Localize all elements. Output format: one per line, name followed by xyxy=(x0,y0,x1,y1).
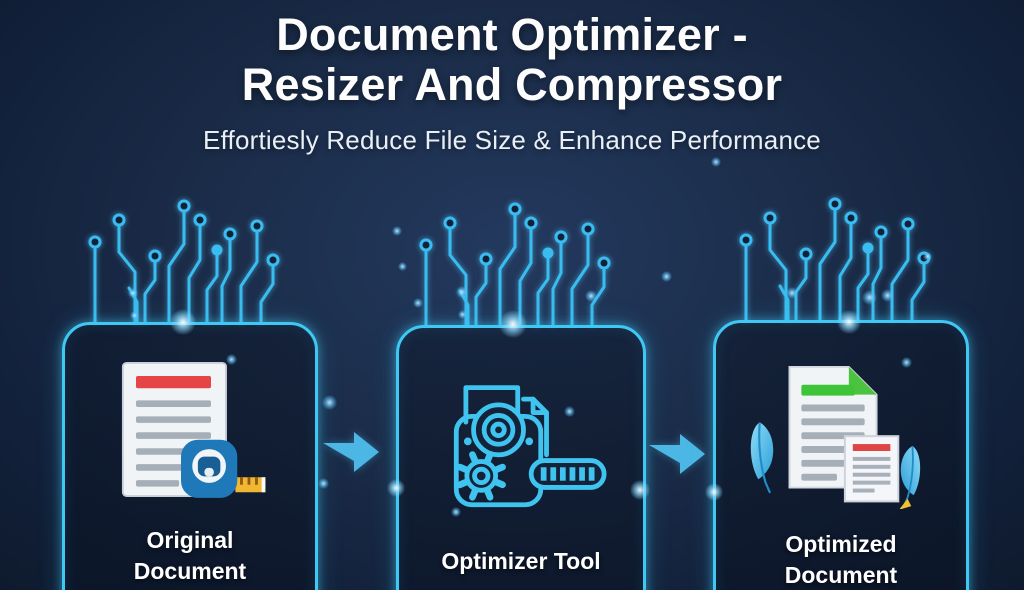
small-document-icon xyxy=(843,435,900,503)
sparkle-dot xyxy=(923,252,932,261)
glow-glint xyxy=(170,309,196,335)
glow-glint xyxy=(630,480,650,500)
sparkle-dot xyxy=(862,290,877,305)
sparkle-dot xyxy=(128,288,138,298)
circuit-traces-icon xyxy=(419,202,611,327)
step-card-original-document: Original Document xyxy=(62,322,318,590)
tape-measure-icon xyxy=(181,439,266,498)
gear-icon xyxy=(456,451,506,501)
progress-bar-icon xyxy=(528,458,607,490)
sparkle-dot xyxy=(711,157,721,167)
sparkle-dot xyxy=(398,262,407,271)
title-line-2: Resizer And Compressor xyxy=(241,59,783,110)
circuit-traces-icon xyxy=(739,197,931,322)
sparkle-dot xyxy=(564,406,575,417)
sparkle-dot xyxy=(413,298,423,308)
glow-glint xyxy=(705,483,723,501)
sparkle-dot xyxy=(322,395,337,410)
subtitle: Effortiesly Reduce File Size & Enhance P… xyxy=(203,125,821,155)
glow-glint xyxy=(499,310,527,338)
circuit-traces-icon xyxy=(88,199,280,324)
right-arrow-icon xyxy=(323,432,379,472)
feather-quill-icon xyxy=(899,446,921,510)
sparkle-dot xyxy=(456,286,468,298)
optimized-document-icon xyxy=(750,365,921,510)
optimizer-tool-icon xyxy=(453,385,607,508)
step-label: Original Document xyxy=(133,527,247,584)
step-card-optimizer-tool: Optimizer Tool xyxy=(396,325,646,590)
sparkle-dot xyxy=(786,287,798,299)
sparkle-dot xyxy=(881,289,894,302)
sparkle-dot xyxy=(661,271,672,282)
original-document-icon xyxy=(121,361,266,498)
step-label: Optimized Document xyxy=(784,531,898,588)
glow-glint xyxy=(837,310,861,334)
page-title: Document Optimizer - Resizer And Compres… xyxy=(0,10,1024,110)
sparkle-dot xyxy=(585,290,597,302)
sparkle-dot xyxy=(130,311,139,320)
glow-glint xyxy=(387,479,405,497)
sparkle-dot xyxy=(226,354,237,365)
sparkle-dot xyxy=(451,507,461,517)
feather-icon xyxy=(750,422,774,494)
sparkle-dot xyxy=(318,478,329,489)
right-arrow-icon xyxy=(649,434,705,474)
sparkle-dot xyxy=(392,226,402,236)
step-card-optimized-document: Optimized Document xyxy=(713,320,969,590)
sparkle-dot xyxy=(458,310,467,319)
title-line-1: Document Optimizer - xyxy=(276,9,748,60)
header: Document Optimizer - Resizer And Compres… xyxy=(0,0,1024,156)
step-label: Optimizer Tool xyxy=(441,548,601,574)
sparkle-dot xyxy=(901,357,912,368)
